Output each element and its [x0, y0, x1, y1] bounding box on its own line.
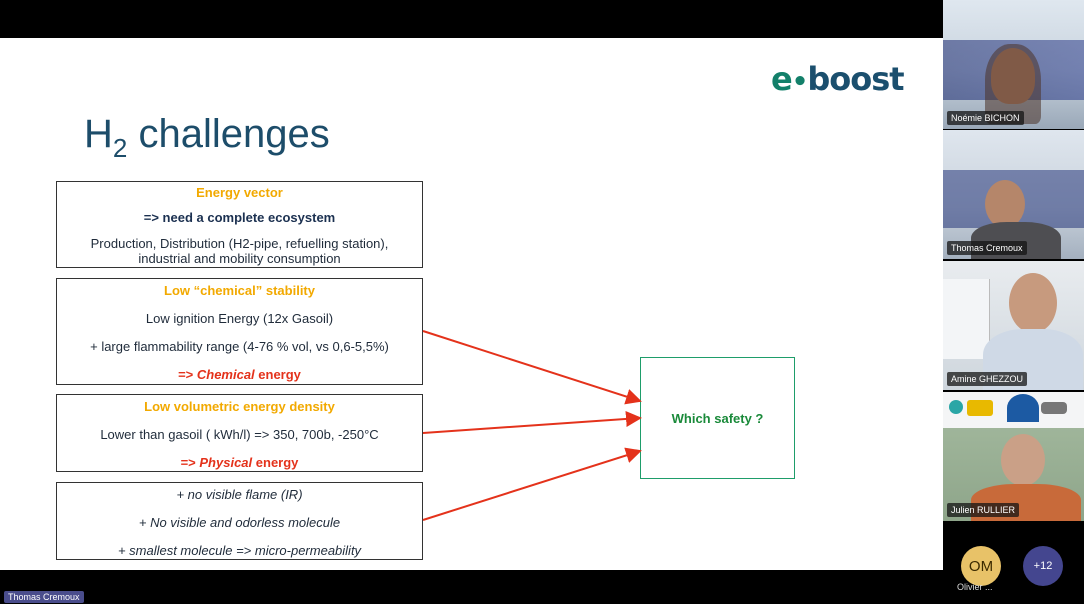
- avatar-initials: OM: [968, 557, 994, 575]
- presenter-label: Thomas Cremoux: [4, 591, 84, 603]
- energy-vector-box: Energy vector => need a complete ecosyst…: [56, 181, 423, 268]
- logo-dot: •: [791, 67, 809, 97]
- box-line: + no visible flame (IR): [176, 487, 303, 502]
- slide-title: H2 challenges: [84, 112, 330, 164]
- visibility-box: + no visible flame (IR) + No visible and…: [56, 482, 423, 560]
- arrow-physical: [422, 410, 642, 434]
- participant-name: Thomas Cremoux: [947, 241, 1027, 255]
- box-line: + large flammability range (4-76 % vol, …: [90, 339, 389, 354]
- more-participants-button[interactable]: +12: [1023, 546, 1063, 586]
- arrow-visibility: [422, 447, 642, 521]
- logo-e: e: [771, 60, 793, 98]
- participant-name: Amine GHEZZOU: [947, 372, 1028, 386]
- more-participants-count: +12: [1033, 560, 1053, 572]
- title-subscript: 2: [112, 133, 128, 163]
- logo-icon: [949, 400, 963, 414]
- participant-face: [985, 180, 1025, 228]
- box-line: + smallest molecule => micro-permeabilit…: [117, 543, 362, 558]
- title-main: H: [84, 112, 113, 156]
- company-logo-icon: [1007, 394, 1039, 422]
- conclusion-prefix: =>: [180, 455, 200, 470]
- participant-name: Julien RULLIER: [947, 503, 1020, 517]
- eboost-logo: e•boost: [771, 60, 905, 98]
- participant-face: [1001, 434, 1045, 486]
- conclusion-suffix: energy: [254, 367, 301, 382]
- arrows-layer: [422, 330, 642, 521]
- box-title: Energy vector: [196, 185, 283, 200]
- box-line: industrial and mobility consumption: [138, 251, 341, 266]
- participant-tile[interactable]: Noémie BICHON: [943, 0, 1084, 129]
- which-safety-label: Which safety ?: [671, 411, 764, 426]
- box-title: Low “chemical” stability: [164, 283, 315, 298]
- box-line: + No visible and odorless molecule: [138, 515, 341, 530]
- participant-tile[interactable]: Amine GHEZZOU: [943, 261, 1084, 390]
- energy-density-box: Low volumetric energy density Lower than…: [56, 394, 423, 472]
- conclusion-italic: Chemical: [196, 367, 255, 382]
- box-conclusion: => Physical energy: [57, 455, 422, 470]
- presentation-slide: [0, 38, 943, 570]
- chemical-stability-box: Low “chemical” stability Low ignition En…: [56, 278, 423, 385]
- box-line: => need a complete ecosystem: [143, 210, 336, 225]
- arrow-chemical: [422, 330, 642, 405]
- box-title: Low volumetric energy density: [144, 399, 335, 414]
- box-conclusion: => Chemical energy: [57, 367, 422, 382]
- participant-tile[interactable]: Julien RULLIER: [943, 392, 1084, 521]
- box-line: Lower than gasoil ( kWh/l) => 350, 700b,…: [100, 427, 379, 442]
- participant-tile[interactable]: Thomas Cremoux: [943, 130, 1084, 259]
- background-poster: [943, 279, 990, 359]
- logo-text: boost: [807, 60, 904, 98]
- avatar[interactable]: OM: [961, 546, 1001, 586]
- conclusion-suffix: energy: [252, 455, 299, 470]
- avatar-name: Olivier ...: [957, 582, 993, 592]
- participant-hair: [985, 44, 1041, 124]
- car-icon: [1041, 402, 1067, 414]
- tractor-icon: [967, 400, 993, 416]
- participant-face: [1009, 273, 1057, 333]
- participant-name: Noémie BICHON: [947, 111, 1024, 125]
- box-line: Production, Distribution (H2-pipe, refue…: [90, 236, 389, 251]
- conclusion-italic: Physical: [199, 455, 253, 470]
- title-rest: challenges: [127, 112, 330, 156]
- conclusion-prefix: =>: [178, 367, 197, 382]
- box-line: Low ignition Energy (12x Gasoil): [145, 311, 334, 326]
